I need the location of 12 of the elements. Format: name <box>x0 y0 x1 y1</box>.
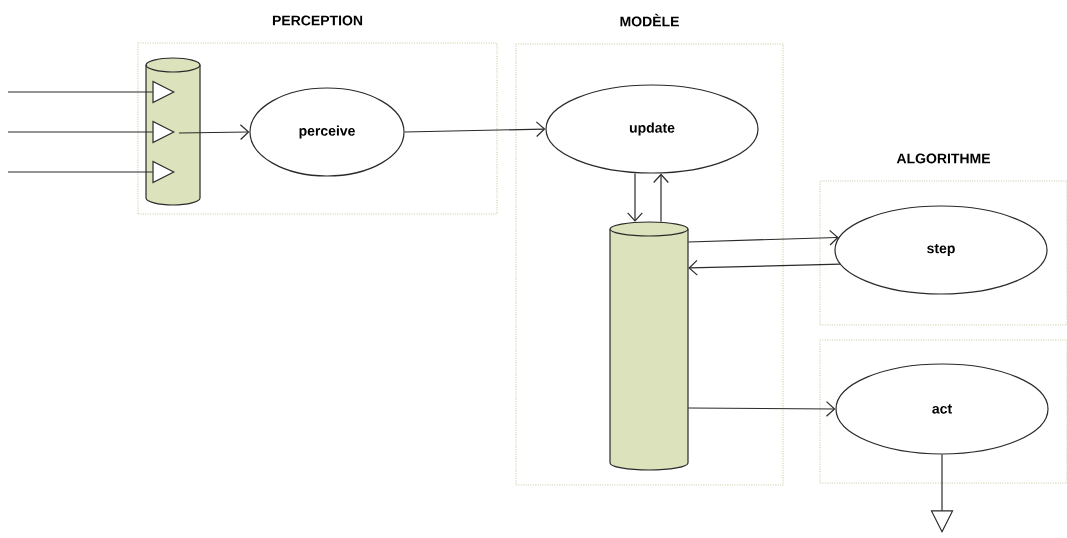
node-label: ALGORITHME <box>896 153 990 164</box>
arrow <box>178 124 250 141</box>
arrow <box>404 121 546 138</box>
arrow <box>653 173 669 223</box>
arrow <box>687 401 836 417</box>
node-label: MODÈLE <box>620 13 679 27</box>
node-label: PERCEPTION <box>272 15 363 26</box>
arrow <box>688 259 841 276</box>
arrow <box>627 173 643 222</box>
arrow <box>687 229 839 246</box>
arrow <box>930 454 954 533</box>
cylinder <box>609 221 689 471</box>
